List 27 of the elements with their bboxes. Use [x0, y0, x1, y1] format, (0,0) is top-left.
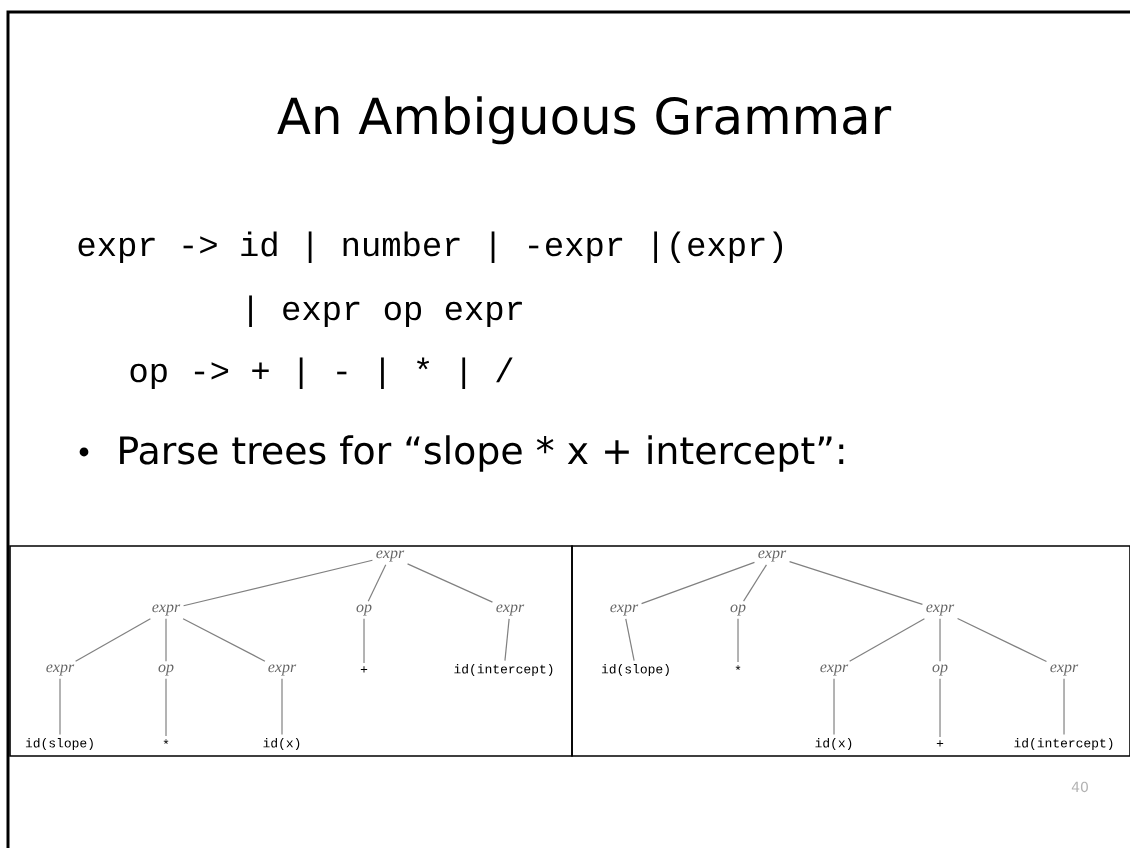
tree-branch: [59, 678, 61, 736]
tree-branch: [956, 617, 1048, 663]
tree-branch: [640, 561, 756, 605]
tree-branch: [182, 618, 266, 662]
tree-branch: [406, 563, 494, 603]
tree-branch: [75, 618, 151, 662]
tree-branch: [743, 564, 768, 602]
bullet-text: Parse trees for “slope * x + intercept”:: [120, 435, 844, 472]
tree-branch: [363, 618, 365, 664]
tree-branch: [1063, 678, 1065, 736]
grammar-rule: op -> + | - | * | /: [130, 357, 513, 390]
tree-branch: [737, 618, 739, 663]
tree-branch: [281, 678, 283, 736]
tree-branch: [849, 618, 925, 662]
tree-branch: [182, 559, 374, 607]
grammar-rule: expr -> id | number | -expr |(expr): [78, 231, 783, 263]
tree-branch: [788, 561, 924, 605]
tree-branch: [504, 618, 510, 662]
tree-branch: [367, 564, 387, 602]
tree-branch: [165, 678, 167, 737]
title: An Ambiguous Grammar: [277, 96, 892, 145]
tree-branch: [165, 618, 167, 662]
tree-branch: [939, 618, 941, 662]
tree-branch: [833, 678, 835, 736]
grammar-rule: | expr op expr: [249, 295, 522, 328]
tree-branch: [939, 678, 941, 738]
tree-branch: [625, 618, 635, 662]
